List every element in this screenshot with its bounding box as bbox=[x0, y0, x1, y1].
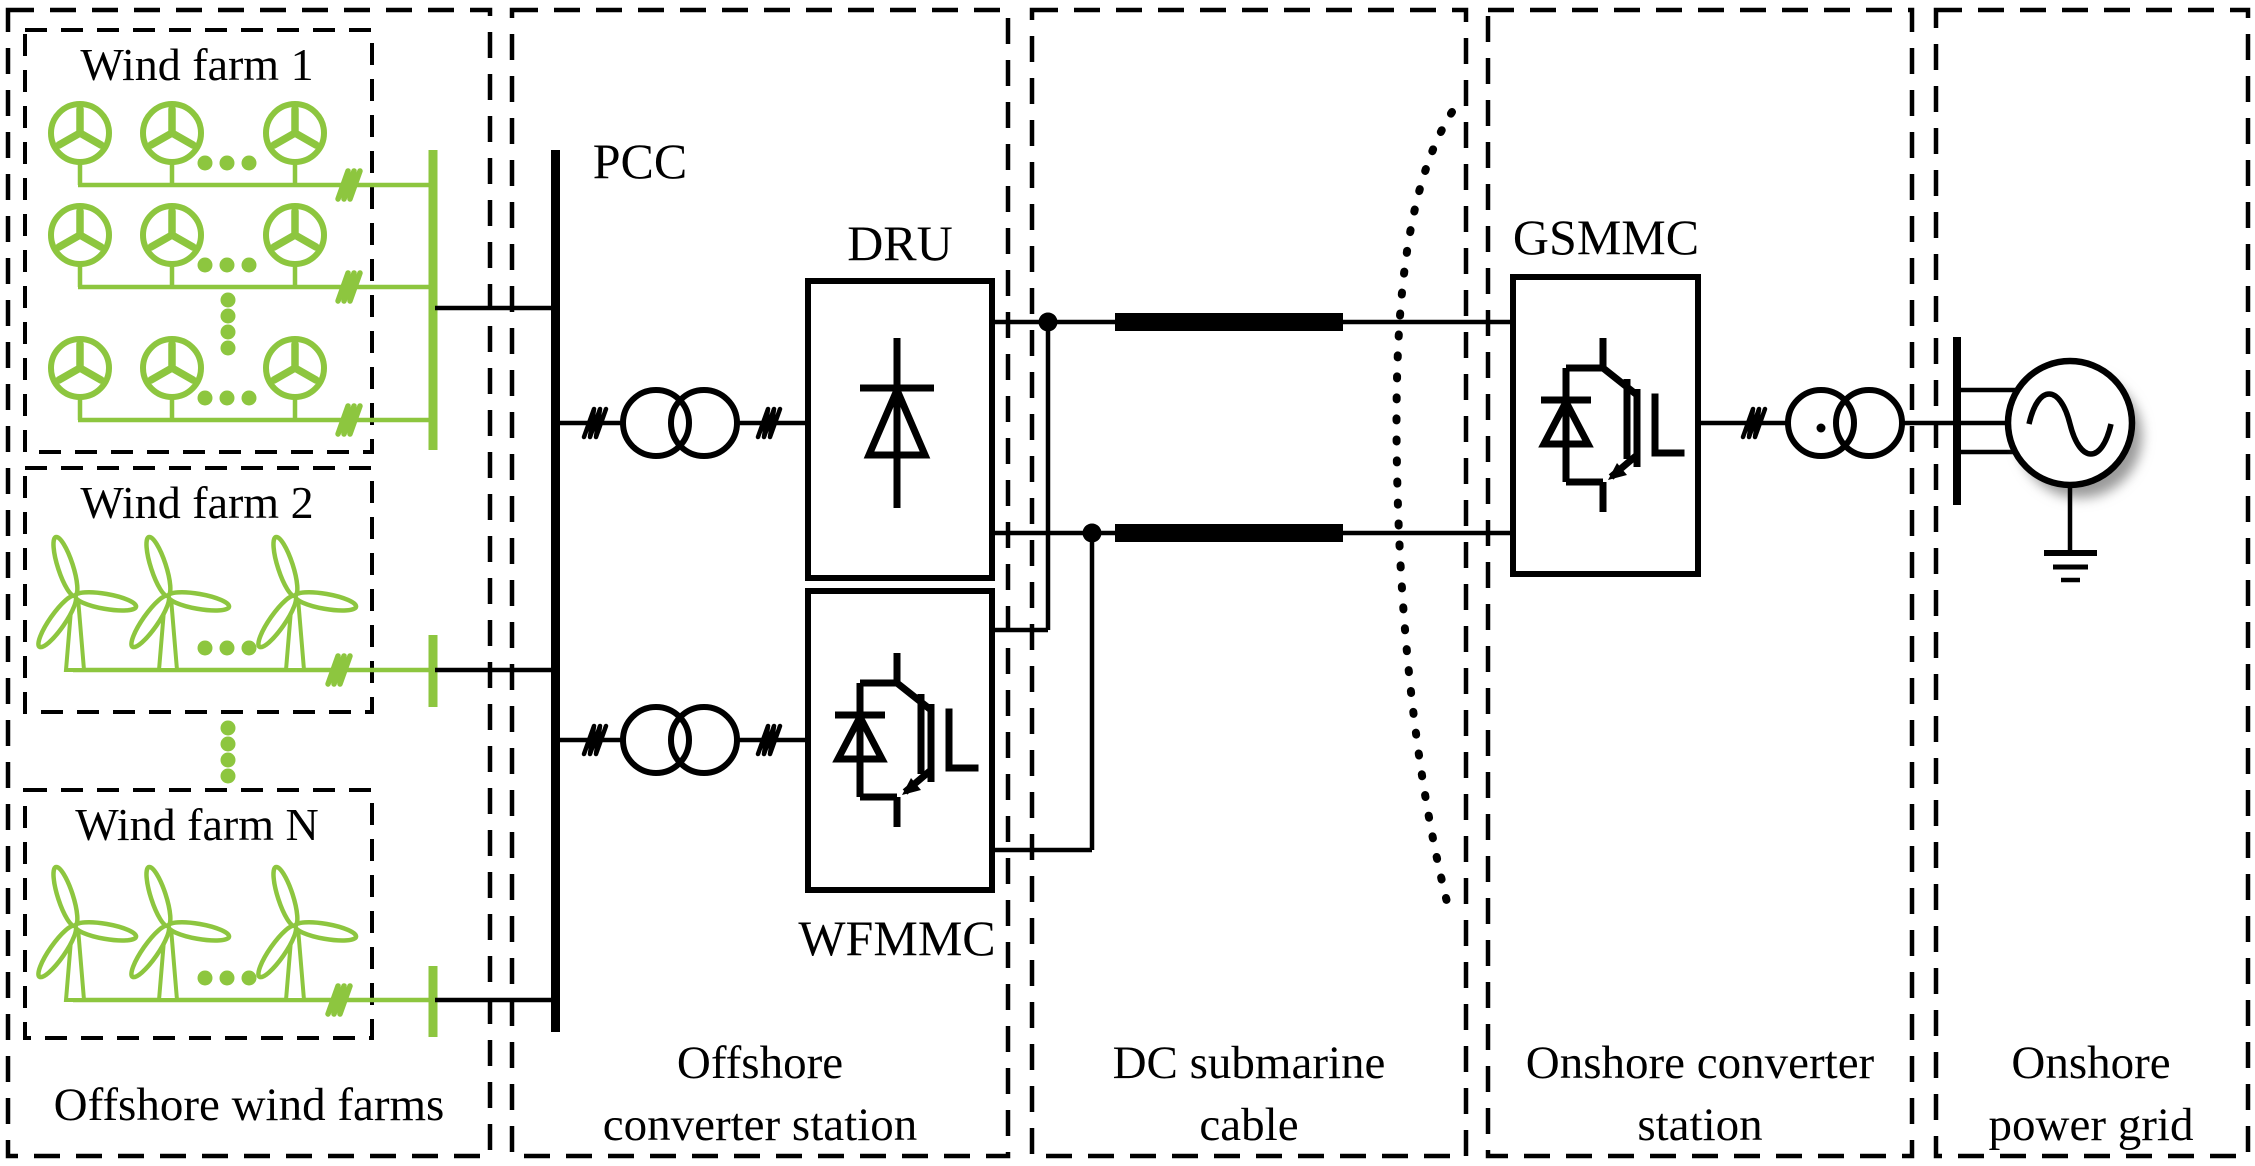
wind-turbine-icon bbox=[51, 104, 109, 162]
cable-break-icon bbox=[584, 726, 606, 754]
igbt-submodule-icon bbox=[835, 653, 975, 827]
wind-turbine-icon bbox=[126, 865, 230, 1000]
region-label-onshore-power-grid-line1: Onshore bbox=[2011, 1037, 2170, 1089]
cable-break-icon bbox=[338, 171, 360, 199]
wind-farm-boxes bbox=[23, 28, 374, 1040]
wind-turbine-icon bbox=[253, 865, 357, 1000]
cable-break-icon bbox=[328, 986, 350, 1014]
igbt-submodule-icon bbox=[1541, 338, 1681, 512]
junction-dot bbox=[1082, 523, 1102, 543]
wfmmc-box bbox=[805, 588, 995, 893]
region-label-offshore-converter-station-line2: converter station bbox=[603, 1099, 918, 1151]
region-label-dc-submarine-cable-line1: DC submarine bbox=[1113, 1037, 1386, 1089]
junction-dot bbox=[1038, 312, 1058, 332]
cable-break-icon bbox=[758, 409, 780, 437]
cable-break-icon bbox=[1743, 409, 1765, 437]
wind-turbine-icon bbox=[51, 339, 109, 397]
transformer-polarity-dot bbox=[1816, 423, 1826, 433]
feeder-line bbox=[77, 162, 429, 188]
cable-break-icon bbox=[758, 726, 780, 754]
region-onshore-power-grid-frame bbox=[1933, 7, 2251, 1159]
cable-break-icon bbox=[328, 656, 350, 684]
wind-turbine-icon bbox=[33, 535, 137, 670]
pcc-section bbox=[435, 150, 560, 1032]
region-label-offshore-wind-farms: Offshore wind farms bbox=[54, 1079, 445, 1131]
cable-break-icon bbox=[338, 273, 360, 301]
wind-farm-n-box bbox=[23, 788, 374, 1040]
region-onshore-converter-station-frame bbox=[1485, 7, 1915, 1159]
region-dc-submarine-cable-frame bbox=[1029, 7, 1469, 1159]
wind-turbine-icon bbox=[253, 535, 357, 670]
cable-break-icon bbox=[584, 409, 606, 437]
wind-turbine-icon bbox=[143, 339, 201, 397]
region-frames bbox=[5, 7, 2251, 1159]
region-label-dc-submarine-cable-line2: cable bbox=[1199, 1099, 1298, 1151]
wind-turbine-icon bbox=[266, 104, 324, 162]
feeder-line bbox=[77, 397, 429, 423]
ground-icon bbox=[2044, 485, 2097, 583]
wind-turbine-icon bbox=[266, 339, 324, 397]
wfmmc-converter bbox=[805, 588, 995, 893]
offshore-converter-branches bbox=[559, 390, 808, 773]
wfmmc-label: WFMMC bbox=[798, 910, 995, 966]
dc-link bbox=[992, 108, 1513, 910]
diode-icon bbox=[860, 338, 934, 508]
wind-farm-2-label: Wind farm 2 bbox=[80, 477, 313, 528]
region-label-onshore-power-grid-line2: power grid bbox=[1989, 1099, 2194, 1151]
onshore-grid-connection bbox=[1698, 337, 2142, 583]
feeder-line bbox=[77, 264, 429, 290]
region-labels: Offshore wind farms Offshore converter s… bbox=[54, 1037, 2194, 1151]
dru-converter bbox=[805, 278, 995, 581]
wind-farm-1-box bbox=[23, 28, 374, 454]
wind-farm-2-string bbox=[33, 535, 438, 707]
wind-turbine-icon bbox=[266, 206, 324, 264]
wind-farm-2-box bbox=[23, 466, 374, 714]
wind-farm-graphics bbox=[33, 104, 438, 1037]
transformer-icon bbox=[623, 390, 737, 456]
dru-label: DRU bbox=[847, 215, 953, 271]
region-label-onshore-converter-station-line2: station bbox=[1637, 1099, 1762, 1151]
wind-farm-n-label: Wind farm N bbox=[75, 799, 318, 850]
wind-turbine-icon bbox=[33, 865, 137, 1000]
wind-turbine-icon bbox=[143, 206, 201, 264]
wind-farm-n-string bbox=[33, 865, 438, 1037]
region-offshore-wind-farms-frame bbox=[5, 7, 493, 1159]
gsmmc-box bbox=[1510, 274, 1701, 577]
cable-break-icon bbox=[338, 406, 360, 434]
region-offshore-converter-station-frame bbox=[509, 7, 1011, 1159]
gsmmc-converter bbox=[1510, 274, 1701, 577]
wind-farm-1-feeders bbox=[77, 162, 429, 423]
wind-turbine-icon bbox=[143, 104, 201, 162]
region-label-onshore-converter-station-line1: Onshore converter bbox=[1526, 1037, 1875, 1089]
gsmmc-label: GSMMC bbox=[1513, 209, 1699, 265]
wind-farm-1-label: Wind farm 1 bbox=[80, 39, 313, 90]
ellipsis-dots bbox=[197, 155, 257, 986]
transformer-icon bbox=[623, 707, 737, 773]
shoreline-dotted-curve bbox=[1392, 108, 1456, 910]
dru-box bbox=[805, 278, 995, 581]
wind-turbine-icon bbox=[51, 206, 109, 264]
transformer-icon bbox=[1788, 390, 1902, 456]
region-label-offshore-converter-station-line1: Offshore bbox=[677, 1037, 843, 1089]
wind-farm-1-strings bbox=[51, 104, 438, 450]
pcc-label: PCC bbox=[593, 133, 688, 189]
sine-wave-icon bbox=[2026, 391, 2114, 457]
wind-turbine-icon bbox=[126, 535, 230, 670]
